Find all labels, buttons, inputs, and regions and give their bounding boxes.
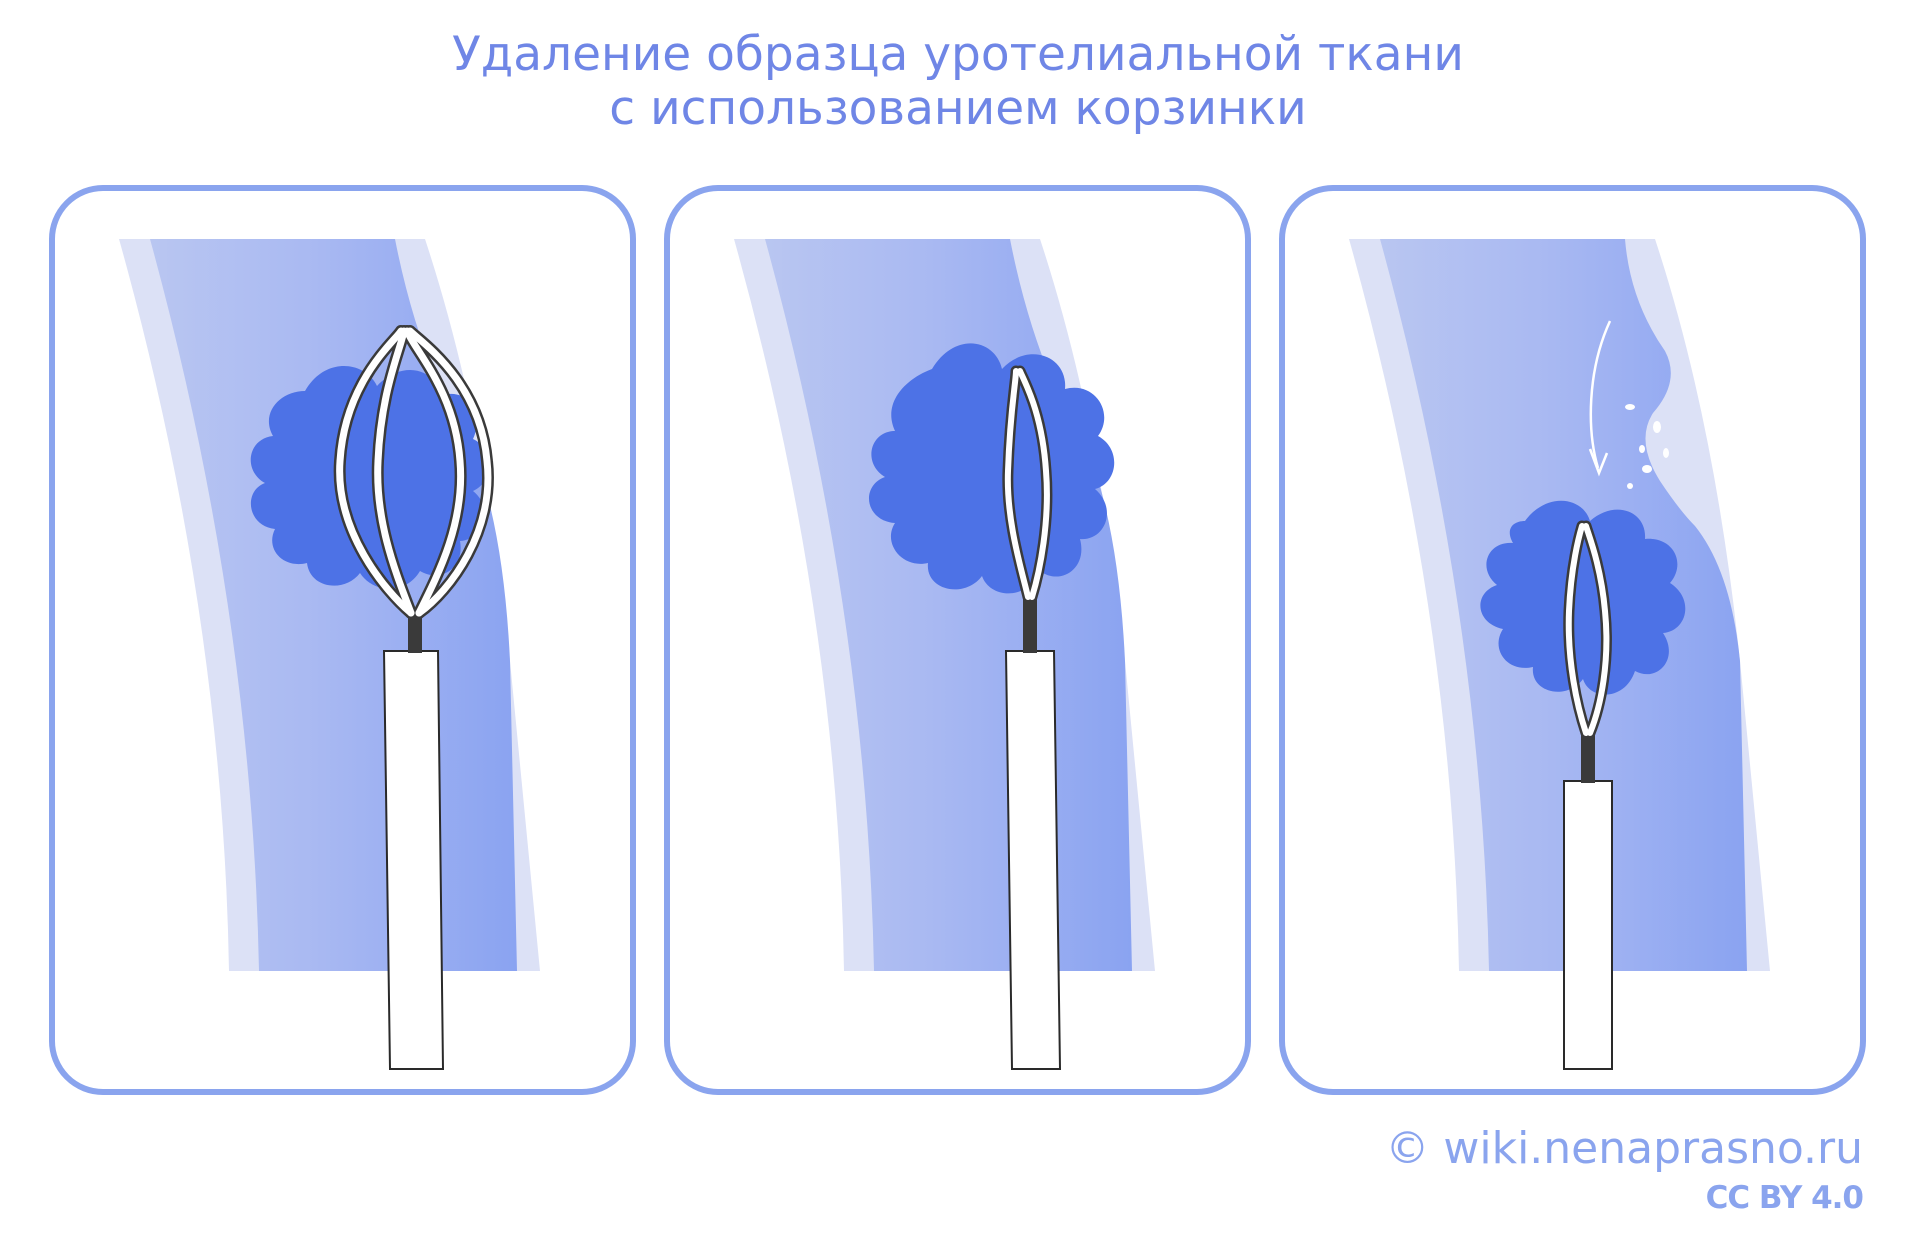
basket-wires-closed bbox=[1002, 365, 1053, 603]
diagram-title: Удаление образца уротелиальной ткани с и… bbox=[0, 28, 1916, 136]
panel-basket-open bbox=[49, 185, 636, 1095]
title-line-2: с использованием корзинки bbox=[609, 81, 1307, 136]
catheter-tip bbox=[408, 611, 422, 653]
withdraw-arrow bbox=[1589, 320, 1612, 469]
catheter-tip bbox=[1023, 595, 1037, 653]
credit-site: © wiki.nenaprasno.ru bbox=[1385, 1123, 1863, 1174]
panel-basket-closed bbox=[664, 185, 1251, 1095]
tumor-blob bbox=[868, 343, 1115, 594]
tissue-fragments bbox=[1625, 404, 1669, 489]
credit-license: CC BY 4.0 bbox=[1705, 1180, 1864, 1216]
basket-wires-open bbox=[333, 325, 494, 619]
basket-wires-closed bbox=[1563, 520, 1612, 739]
arrow-head bbox=[1588, 448, 1609, 477]
catheter-sheath bbox=[1563, 780, 1613, 1070]
tumor-blob bbox=[250, 366, 490, 589]
title-line-1: Удаление образца уротелиальной ткани bbox=[452, 27, 1464, 82]
catheter-sheath bbox=[382, 650, 445, 1070]
catheter-sheath bbox=[1004, 650, 1062, 1070]
catheter-tip bbox=[1581, 731, 1595, 783]
panel-sample-withdrawn bbox=[1279, 185, 1866, 1095]
credit-block: © wiki.nenaprasno.ru CC BY 4.0 bbox=[1385, 1122, 1864, 1218]
tumor-blob bbox=[1480, 500, 1686, 695]
